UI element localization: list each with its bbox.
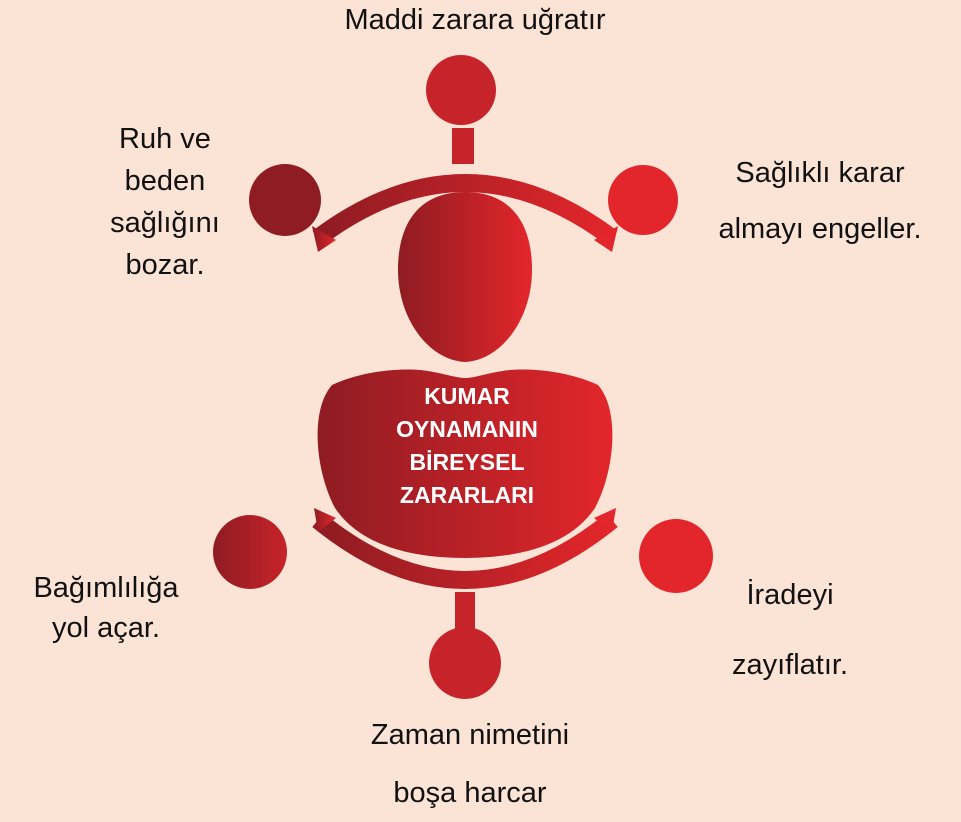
dot-top [426,55,496,125]
label-line: İradeyi [746,579,834,611]
label-bottom-left: Bağımlılığa yol açar. [0,568,212,648]
center-title-line: KUMAR [424,383,510,409]
top-connector [452,128,474,164]
person-body [317,369,613,558]
dot-top-left [249,164,321,236]
dot-top-right [608,165,678,235]
label-top: Maddi zarara uğratır [230,0,720,40]
top-arc [312,174,618,246]
bottom-arc-right-tip [594,508,616,532]
person-head [398,192,532,362]
center-title-line: ZARARLARI [399,482,535,508]
dot-bottom-right [639,519,713,593]
label-line: Bağımlılığa [33,572,179,604]
label-line: bozar. [125,249,205,281]
label-line: zayıflatır. [731,649,849,681]
bottom-arc [312,513,618,589]
label-line: Maddi zarara uğratır [344,4,606,36]
label-line: yol açar. [52,612,160,644]
label-line: sağlığını [110,207,220,239]
label-line: beden [124,165,206,197]
label-top-left: Ruh ve beden sağlığını bozar. [40,118,290,286]
dot-bottom [429,627,501,699]
center-title: KUMAR OYNAMANIN BİREYSEL ZARARLARI [352,380,582,512]
label-top-right: Sağlıklı karar almayı engeller. [680,145,960,257]
label-line: boşa harcar [393,777,547,809]
label-line: Zaman nimetini [370,719,570,751]
dot-bottom-left [213,515,287,589]
label-line: Ruh ve [119,123,211,155]
center-title-line: BİREYSEL [409,449,525,475]
label-bottom: Zaman nimetini boşa harcar [250,706,690,822]
bottom-connector [455,592,475,630]
center-title-line: OYNAMANIN [396,416,538,442]
label-line: almayı engeller. [718,213,922,245]
top-arc-right-tip [594,226,618,252]
bottom-arc-left-tip [314,508,336,532]
top-arc-left-tip [312,226,336,252]
label-line: Sağlıklı karar [735,157,905,189]
label-bottom-right: İradeyi zayıflatır. [690,560,890,700]
